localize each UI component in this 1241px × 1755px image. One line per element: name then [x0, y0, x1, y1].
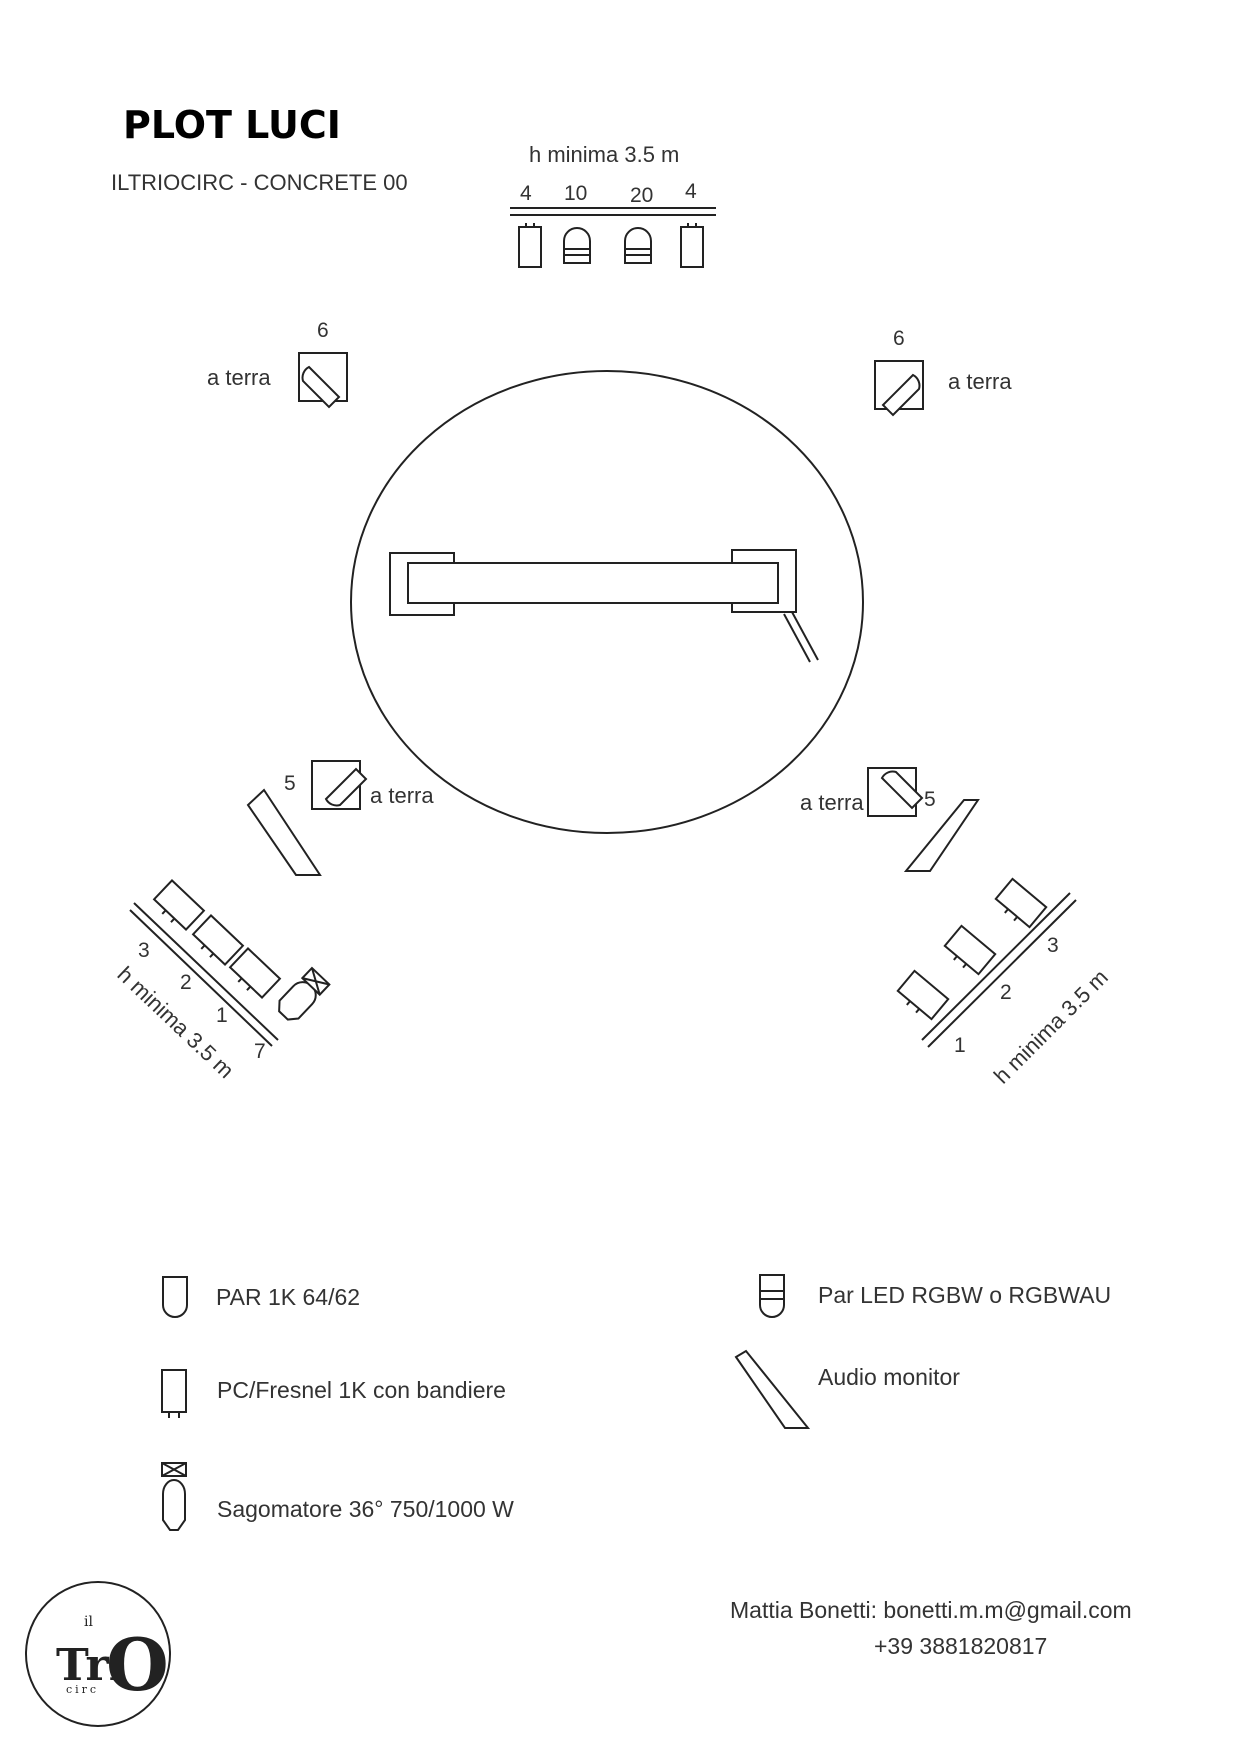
svg-text:circ: circ: [66, 1683, 99, 1696]
pc-fresnel-icon: [991, 877, 1048, 932]
pc-fresnel-icon: [680, 222, 704, 268]
legend-label: PAR 1K 64/62: [216, 1284, 360, 1310]
central-apparatus: [389, 549, 819, 663]
legend-item-audio: Audio monitor: [734, 1349, 960, 1429]
contact-phone: +39 3881820817: [874, 1633, 1047, 1659]
legend-item-par-led: Par LED RGBW o RGBWAU: [759, 1274, 1111, 1318]
pc-fresnel-icon: [893, 969, 950, 1024]
floor-spot-icon: [874, 360, 924, 416]
stage-circle: [350, 370, 864, 834]
top-bar-number: 20: [630, 184, 653, 207]
floor-light-bottom-left: 5 a terra: [284, 760, 434, 810]
channel-number: 6: [317, 319, 329, 342]
svg-text:Tri: Tri: [56, 1640, 125, 1691]
right-bar-pipe: [927, 899, 1077, 1048]
svg-text:O: O: [106, 1622, 169, 1707]
par-led-icon: [563, 227, 591, 264]
pc-fresnel-icon: [225, 947, 281, 1003]
svg-text:il: il: [84, 1614, 93, 1630]
legend: PAR 1K 64/62 PC/Fresnel 1K con bandiere …: [161, 1274, 1111, 1531]
floor-spot-icon: [298, 352, 348, 408]
par-led-icon: [759, 1274, 785, 1318]
channel-number: 1: [954, 1034, 966, 1057]
channel-number: 1: [216, 1004, 228, 1027]
legend-item-pc: PC/Fresnel 1K con bandiere: [161, 1369, 506, 1418]
a-terra-label: a terra: [370, 783, 434, 808]
channel-number: 5: [284, 772, 296, 795]
legend-label: Par LED RGBW o RGBWAU: [818, 1282, 1111, 1308]
pc-fresnel-icon: [161, 1369, 187, 1413]
a-terra-label: a terra: [948, 369, 1012, 394]
show-subtitle: ILTRIOCIRC - CONCRETE 00: [111, 170, 408, 195]
legend-item-sagomatore: Sagomatore 36° 750/1000 W: [161, 1462, 514, 1531]
par-icon: [162, 1276, 188, 1318]
top-bar-number: 10: [564, 182, 587, 205]
floor-light-top-left: 6 a terra: [207, 319, 348, 408]
channel-number: 2: [180, 971, 192, 994]
legend-label: Sagomatore 36° 750/1000 W: [217, 1496, 514, 1522]
left-bar-pipe: [133, 902, 279, 1041]
a-terra-label: a terra: [207, 365, 271, 390]
audio-monitor-left: [246, 788, 322, 876]
channel-number: 5: [924, 788, 936, 811]
right-lighting-bar: 3 2 1 h minima 3.5 m: [893, 877, 1113, 1089]
channel-number: 3: [1047, 934, 1059, 957]
top-bar-number: 4: [685, 180, 697, 203]
pc-fresnel-icon: [188, 914, 244, 970]
channel-number: 3: [138, 939, 150, 962]
par-led-icon: [624, 227, 652, 264]
top-bar-height-label: h minima 3.5 m: [529, 142, 679, 167]
right-bar-pipe: [921, 892, 1071, 1041]
audio-monitor-icon: [734, 1349, 811, 1429]
audio-monitor-right: [903, 799, 980, 872]
legend-label: Audio monitor: [818, 1364, 960, 1390]
channel-number: 6: [893, 327, 905, 350]
sagomatore-icon: [161, 1462, 187, 1531]
iltriocirc-logo: il Tri O circ: [25, 1581, 171, 1727]
left-bar-pipe: [129, 909, 273, 1047]
floor-light-bottom-right: 5 a terra: [800, 767, 936, 817]
floor-spot-icon: [311, 760, 367, 810]
top-bar-number: 4: [520, 182, 532, 205]
legend-item-par: PAR 1K 64/62: [162, 1276, 360, 1318]
pc-fresnel-icon: [940, 924, 997, 979]
a-terra-label: a terra: [800, 790, 864, 815]
pc-fresnel-icon: [518, 222, 542, 268]
left-lighting-bar: 3 2 1 7 h minima 3.5 m: [113, 879, 331, 1083]
sagomatore-icon: [278, 966, 331, 1021]
floor-light-top-right: 6 a terra: [874, 327, 1012, 416]
contact-name-email: Mattia Bonetti: bonetti.m.m@gmail.com: [730, 1597, 1132, 1623]
channel-number: 7: [254, 1040, 266, 1063]
legend-label: PC/Fresnel 1K con bandiere: [217, 1377, 506, 1403]
top-lighting-bar: h minima 3.5 m 4 10 20 4: [510, 142, 716, 268]
floor-spot-icon: [867, 767, 923, 817]
page-title: PLOT LUCI: [123, 103, 341, 147]
channel-number: 2: [1000, 981, 1012, 1004]
